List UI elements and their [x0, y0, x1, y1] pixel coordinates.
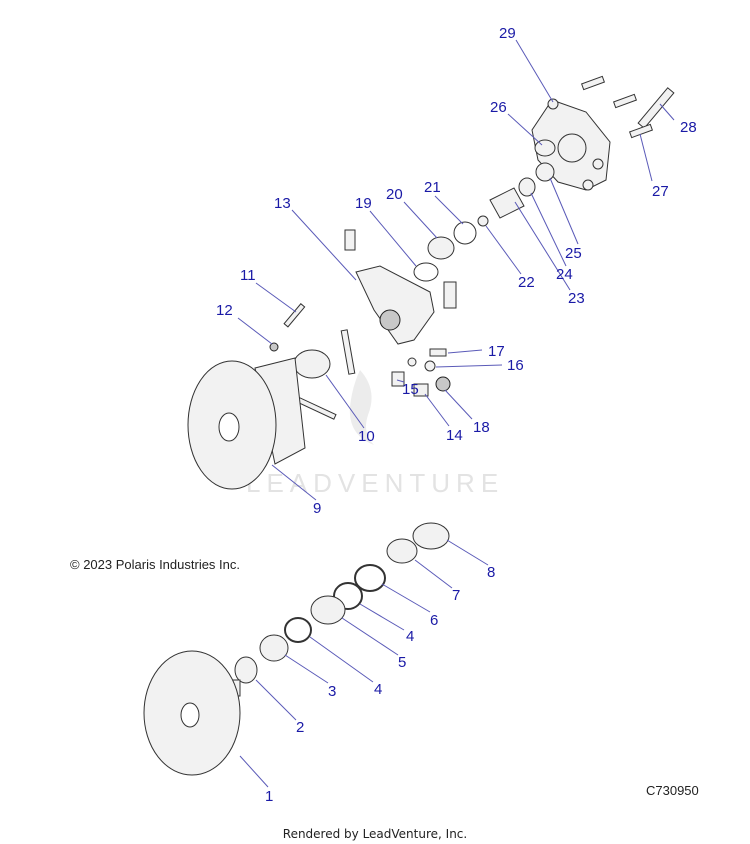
callout-18: 18 — [473, 419, 490, 436]
watermark-logo — [349, 370, 374, 445]
callout-9: 9 — [313, 500, 321, 517]
callout-12: 12 — [216, 302, 233, 319]
callout-25: 25 — [565, 245, 582, 262]
copyright-text: © 2023 Polaris Industries Inc. — [70, 557, 240, 572]
part-6-ring — [354, 564, 386, 592]
callout-7: 7 — [452, 587, 460, 604]
part-18-roller — [435, 376, 451, 392]
callout-28: 28 — [680, 119, 697, 136]
callout-23: 23 — [568, 290, 585, 307]
part-8-bushing — [412, 522, 450, 550]
part-26-bushing — [534, 139, 556, 157]
part-17-pin — [429, 348, 447, 357]
part-4-ring-a — [333, 582, 363, 610]
callout-24: 24 — [556, 266, 573, 283]
callout-16: 16 — [507, 357, 524, 374]
roller-spool — [443, 281, 457, 309]
callout-8: 8 — [487, 564, 495, 581]
part-16-washer — [424, 360, 436, 372]
callout-26: 26 — [490, 99, 507, 116]
part-1-fixed-sheave — [143, 650, 241, 776]
part-12-nut — [269, 342, 279, 352]
callout-1: 1 — [265, 788, 273, 805]
part-21-ring — [453, 221, 477, 245]
footer-text: Rendered by LeadVenture, Inc. — [282, 827, 468, 841]
part-4-ring-b — [284, 617, 312, 643]
part-14-roller — [413, 383, 429, 397]
callout-21: 21 — [424, 179, 441, 196]
callout-20: 20 — [386, 186, 403, 203]
part-13-arm — [355, 265, 435, 345]
washer-small — [407, 357, 417, 367]
part-11-pin — [283, 303, 306, 328]
callout-10: 10 — [358, 428, 375, 445]
callout-4a: 4 — [406, 628, 414, 645]
callout-3: 3 — [328, 683, 336, 700]
part-3-retainer — [259, 634, 289, 662]
callout-2: 2 — [296, 719, 304, 736]
part-27-bolts — [580, 75, 654, 139]
callout-13: 13 — [274, 195, 291, 212]
part-22-oring — [477, 215, 489, 227]
part-23-sleeve — [489, 187, 525, 219]
pin-top — [344, 229, 356, 251]
part-7-bushing — [386, 538, 418, 564]
part-24-washer — [518, 177, 536, 197]
callout-22: 22 — [518, 274, 535, 291]
watermark-text: LEADVENTURE — [246, 468, 504, 498]
part-15-roller — [391, 371, 405, 387]
part-20-bushing — [427, 236, 455, 260]
callout-29: 29 — [499, 25, 516, 42]
callout-17: 17 — [488, 343, 505, 360]
callout-6: 6 — [430, 612, 438, 629]
part-9-sheave — [187, 357, 306, 490]
part-28-long-bolt — [637, 87, 675, 129]
callout-27: 27 — [652, 183, 669, 200]
diagram-id: C730950 — [646, 783, 699, 798]
part-10-bushing — [293, 349, 331, 379]
rod-upper — [340, 329, 356, 375]
part-2-nut — [234, 656, 258, 684]
callout-4b: 4 — [374, 681, 382, 698]
callout-11: 11 — [240, 267, 256, 284]
part-19-oring — [413, 262, 439, 282]
leader-lines — [237, 39, 675, 788]
callout-5: 5 — [398, 654, 406, 671]
part-25-washer — [535, 162, 555, 182]
rod-lower — [296, 397, 337, 420]
callout-15: 15 — [402, 381, 419, 398]
callout-19: 19 — [355, 195, 372, 212]
part-5-bearing — [310, 595, 346, 625]
callout-14: 14 — [446, 427, 463, 444]
